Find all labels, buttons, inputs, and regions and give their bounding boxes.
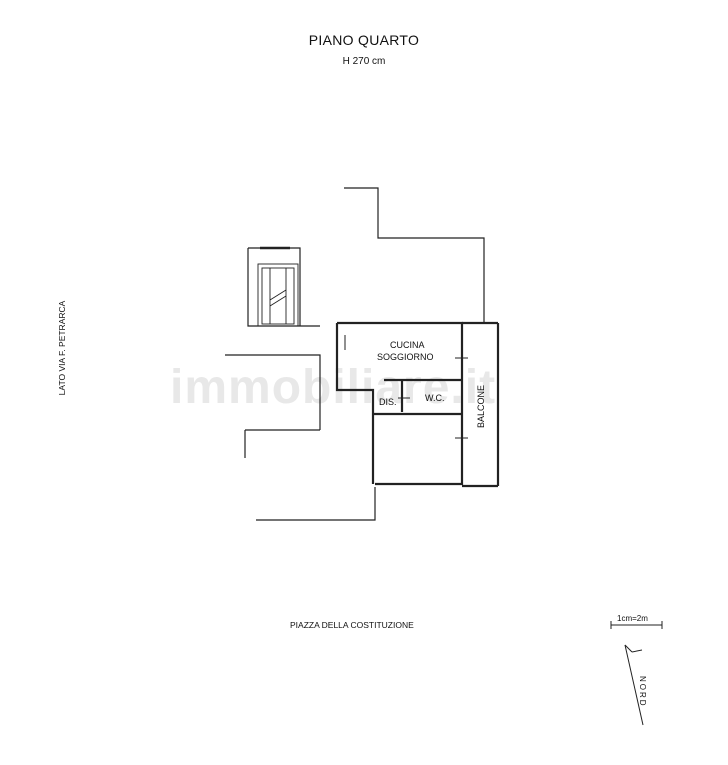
stair-core [257, 263, 299, 327]
room-wc: W.C. [425, 393, 445, 403]
building-outline [225, 187, 485, 521]
apartment-walls [335, 321, 500, 488]
ceiling-height: H 270 cm [342, 56, 386, 67]
floor-title: PIANO QUARTO [308, 32, 420, 48]
north-label: NORD [638, 676, 647, 708]
watermark: immobiliare.it [170, 361, 497, 414]
scale-label: 1cm=2m [617, 614, 648, 623]
room-dis: DIS. [379, 397, 397, 407]
north-arrow: NORD [624, 644, 647, 726]
room-cucina: CUCINA [390, 340, 425, 350]
square-label: PIAZZA DELLA COSTITUZIONE [290, 620, 414, 630]
room-soggiorno: SOGGIORNO [377, 352, 434, 362]
room-balcone: BALCONE [476, 385, 486, 428]
